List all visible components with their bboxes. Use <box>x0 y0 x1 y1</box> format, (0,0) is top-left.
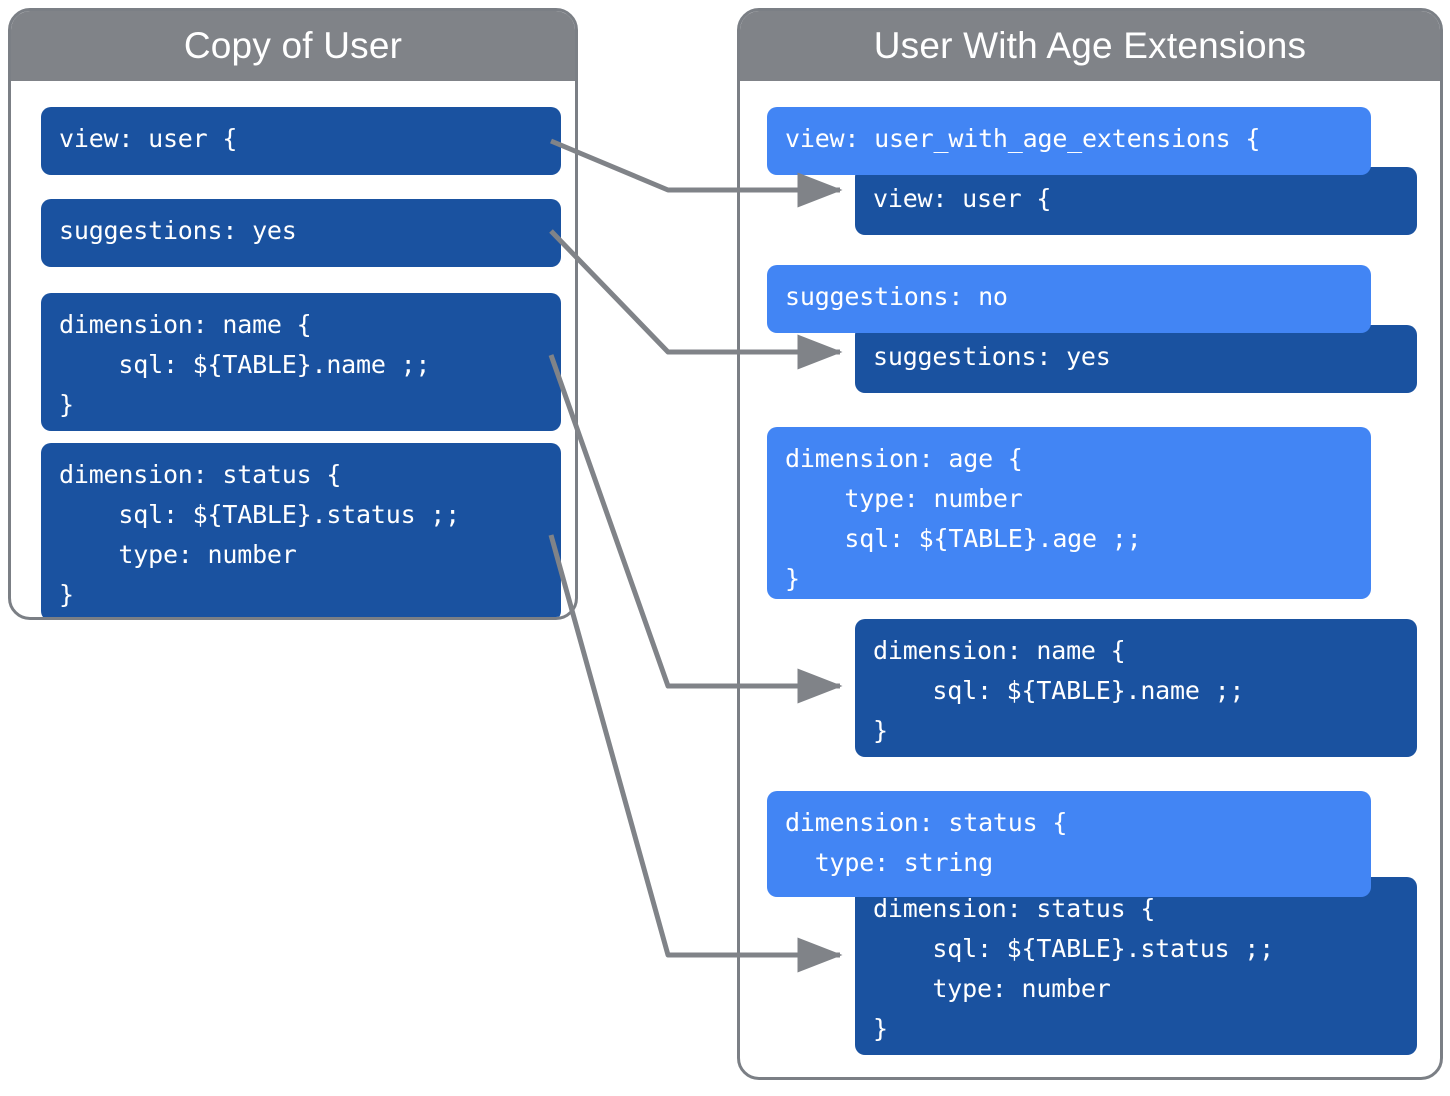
code-block-right-dimension-status-inherited: dimension: status { sql: ${TABLE}.status… <box>855 877 1417 1055</box>
code-block-right-dimension-age: dimension: age { type: number sql: ${TAB… <box>767 427 1371 599</box>
code-block-right-suggestions-extension: suggestions: no <box>767 265 1371 333</box>
code-block-left-suggestions: suggestions: yes <box>41 199 561 267</box>
code-block-right-dimension-name-inherited: dimension: name { sql: ${TABLE}.name ;; … <box>855 619 1417 757</box>
code-block-right-suggestions-inherited: suggestions: yes <box>855 325 1417 393</box>
panel-right-title: User With Age Extensions <box>740 11 1440 81</box>
code-block-left-dimension-name: dimension: name { sql: ${TABLE}.name ;; … <box>41 293 561 431</box>
code-block-left-view: view: user { <box>41 107 561 175</box>
code-block-right-view-inherited: view: user { <box>855 167 1417 235</box>
panel-copy-of-user: Copy of User view: user { suggestions: y… <box>8 8 578 620</box>
code-block-left-dimension-status: dimension: status { sql: ${TABLE}.status… <box>41 443 561 617</box>
code-block-right-dimension-status-extension: dimension: status { type: string <box>767 791 1371 897</box>
panel-left-title: Copy of User <box>11 11 575 81</box>
code-block-right-view-extension: view: user_with_age_extensions { <box>767 107 1371 175</box>
panel-user-with-age-extensions: User With Age Extensions view: user_with… <box>737 8 1443 1080</box>
